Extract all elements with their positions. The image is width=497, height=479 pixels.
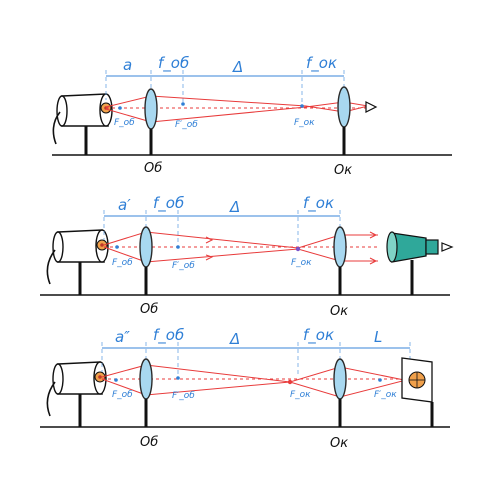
screen-icon <box>401 357 434 427</box>
dim-f-ok: f_ок <box>306 54 337 73</box>
lens-label-ob: Об <box>140 302 158 317</box>
light-source <box>46 361 107 427</box>
eye-icon <box>365 101 378 113</box>
dim-delta: Δ <box>232 58 243 76</box>
focus-f-ok: F_ок <box>290 390 311 400</box>
focus-f-ob: F_об <box>112 258 133 268</box>
focus-f-ok: F_ок <box>291 258 312 268</box>
dim-f-ob: f_об <box>153 326 184 345</box>
focus-f-ob: F_об <box>114 118 135 128</box>
light-source <box>52 93 113 155</box>
panel-2: a′ f_об Δ f_ок F_об F′_об F_ок Об Ок <box>40 194 454 319</box>
dim-a: a <box>123 56 132 74</box>
lens-label-ok: Ок <box>330 304 348 319</box>
dim-f-ob: f_об <box>153 194 184 213</box>
eyepiece-lens <box>337 86 351 128</box>
objective-lens <box>144 88 158 130</box>
dim-delta: Δ <box>229 198 240 216</box>
dim-delta: Δ <box>229 330 240 348</box>
panel-1: a f_об Δ f_ок F_об F′_об F_ок Об Ок <box>52 54 452 178</box>
eye-icon <box>441 242 454 252</box>
lens-label-ob: Об <box>144 161 162 176</box>
ray-upper <box>105 95 369 113</box>
eyepiece-lens <box>333 358 347 400</box>
dim-a-prime: a′ <box>118 196 131 214</box>
panel-3: a″ f_об Δ f_ок L F_об F′_об F_ок F′_ок О… <box>40 326 450 451</box>
focus-f-ok-prime: F′_ок <box>374 390 397 400</box>
dim-L: L <box>374 328 382 346</box>
eyepiece-tube-icon <box>386 231 439 295</box>
focus-f-ob-prime: F′_об <box>172 261 195 271</box>
focus-f-ok: F_ок <box>294 118 315 128</box>
lens-label-ok: Ок <box>330 436 348 451</box>
dim-a-double-prime: a″ <box>115 328 130 346</box>
objective-lens <box>139 358 153 400</box>
lens-label-ok: Ок <box>334 163 352 178</box>
lens-label-ob: Об <box>140 435 158 450</box>
dim-f-ob: f_об <box>158 54 189 73</box>
objective-lens <box>139 226 153 268</box>
eyepiece-lens <box>333 226 347 268</box>
focus-f-ob-prime: F′_об <box>175 120 198 130</box>
light-source <box>46 229 109 295</box>
focus-f-ob-prime: F′_об <box>172 391 195 401</box>
ray-lower <box>105 101 369 123</box>
dim-f-ok: f_ок <box>303 194 334 213</box>
focus-f-ob: F_об <box>112 390 133 400</box>
dim-f-ok: f_ок <box>303 326 334 345</box>
